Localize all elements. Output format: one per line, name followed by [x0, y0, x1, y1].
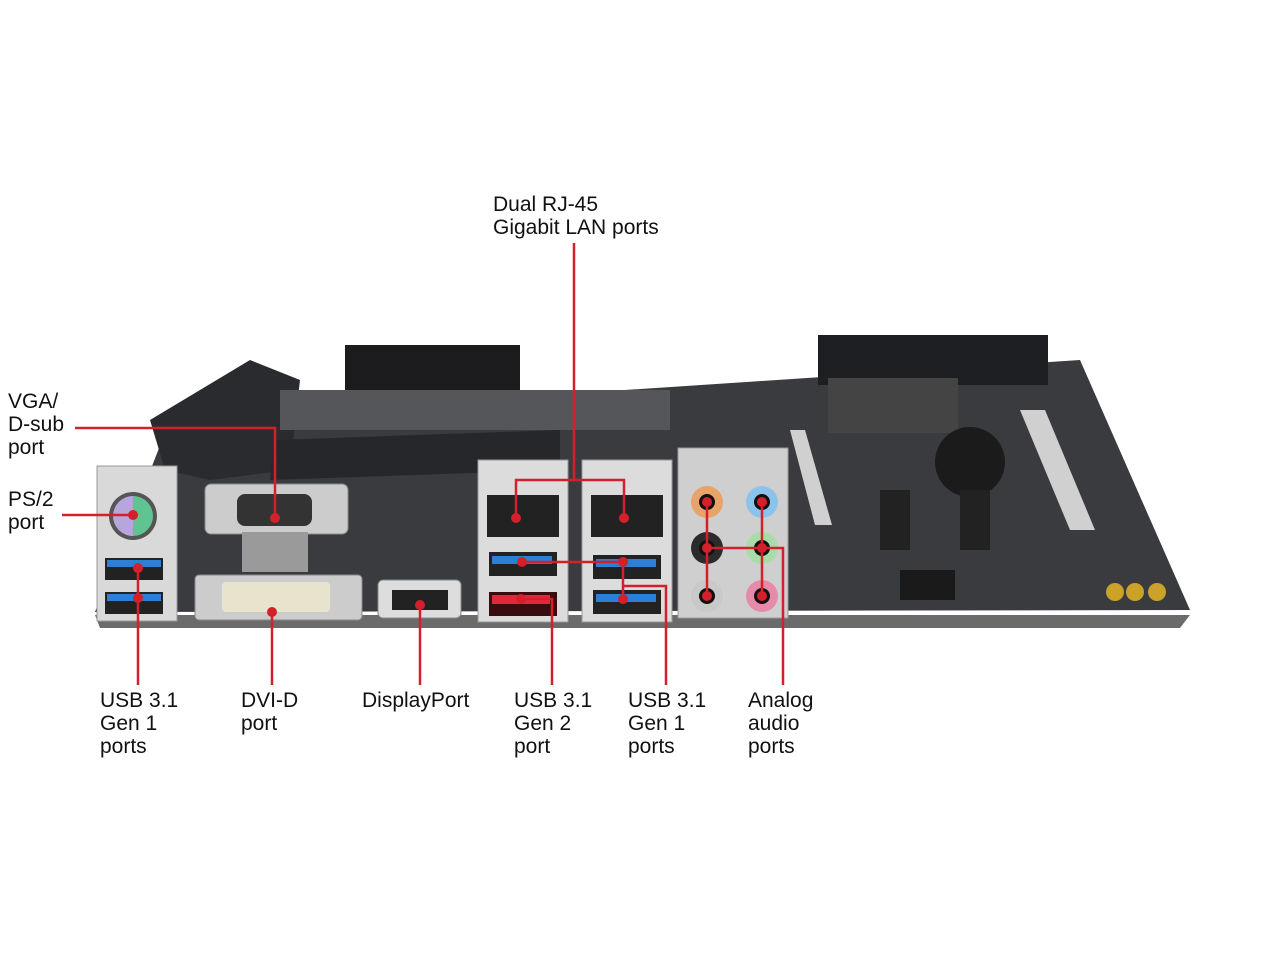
vrm-heatsink [150, 360, 300, 480]
label-usb-left: USB 3.1 Gen 1 ports [100, 689, 179, 758]
label-lan-ports: Dual RJ-45 Gigabit LAN ports [493, 193, 659, 239]
callout-lan-2 [574, 478, 626, 518]
pcie-slot [1020, 410, 1095, 530]
label-vga-port: VGA/ D-sub port [8, 390, 65, 459]
ram-slots [280, 390, 670, 430]
callout-dots [128, 497, 767, 617]
rj45-port [487, 495, 559, 537]
callout-lines [62, 243, 785, 685]
callout-usb-gen2 [521, 597, 554, 685]
sata-block [818, 335, 1048, 385]
callout-vga [75, 426, 277, 518]
cpu-power-connector [345, 345, 520, 390]
pcie-x1-2 [960, 490, 990, 550]
label-audio-ports: Analog audio ports [748, 689, 814, 758]
dvi-port [222, 582, 330, 612]
label-usb-gen2: USB 3.1 Gen 2 port [514, 689, 593, 758]
callout-lan [514, 243, 576, 518]
callout-usb-right-2 [623, 584, 668, 685]
callout-audio-3 [707, 546, 785, 685]
cmos-battery [935, 427, 1005, 497]
label-displayport: DisplayPort [362, 689, 470, 712]
chip-2 [900, 570, 955, 600]
pcie-slot-2 [790, 430, 832, 525]
label-dvi-port: DVI-D port [241, 689, 299, 735]
pcie-x1 [880, 490, 910, 550]
label-usb-right: USB 3.1 Gen 1 ports [628, 689, 707, 758]
label-ps2-port: PS/2 port [8, 488, 54, 534]
chip [828, 378, 958, 433]
